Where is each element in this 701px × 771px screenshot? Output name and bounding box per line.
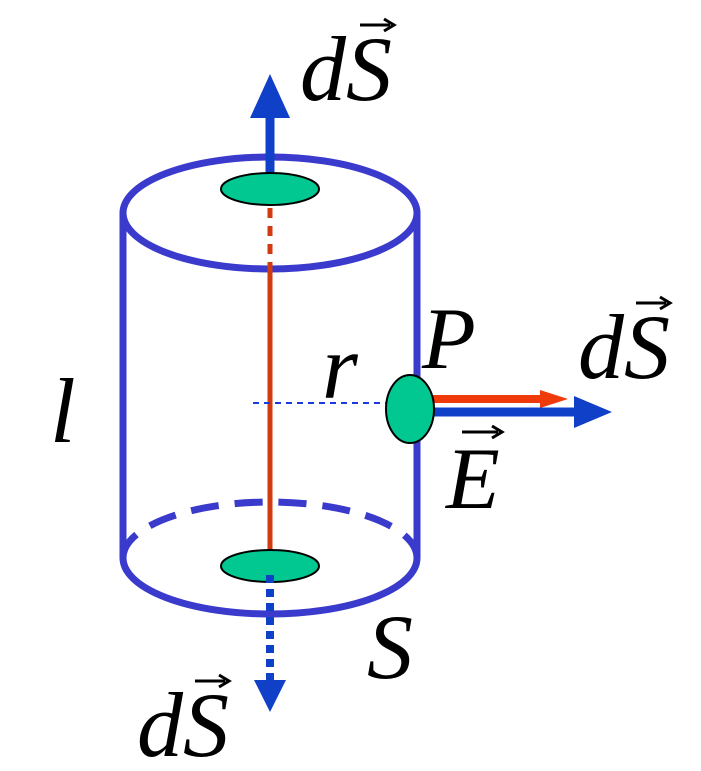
label-l: l — [50, 360, 76, 462]
label-dS-top: dS — [300, 17, 397, 120]
svg-text:dS: dS — [300, 18, 392, 120]
svg-text:E: E — [444, 431, 500, 528]
label-r: r — [322, 316, 359, 418]
svg-text:dS: dS — [137, 674, 229, 771]
label-dS-bottom: dS — [137, 673, 232, 771]
E-field-arrow — [418, 390, 568, 408]
side-area-element — [385, 374, 435, 444]
label-E: E — [444, 424, 505, 528]
label-P: P — [421, 291, 476, 388]
side-dS-arrow — [418, 396, 612, 428]
svg-text:dS: dS — [578, 296, 670, 398]
top-area-element — [220, 172, 320, 206]
bottom-dS-arrow — [254, 575, 286, 712]
label-S: S — [367, 596, 413, 698]
label-dS-right: dS — [578, 295, 673, 398]
cylinder-bottom-front — [119, 557, 421, 618]
